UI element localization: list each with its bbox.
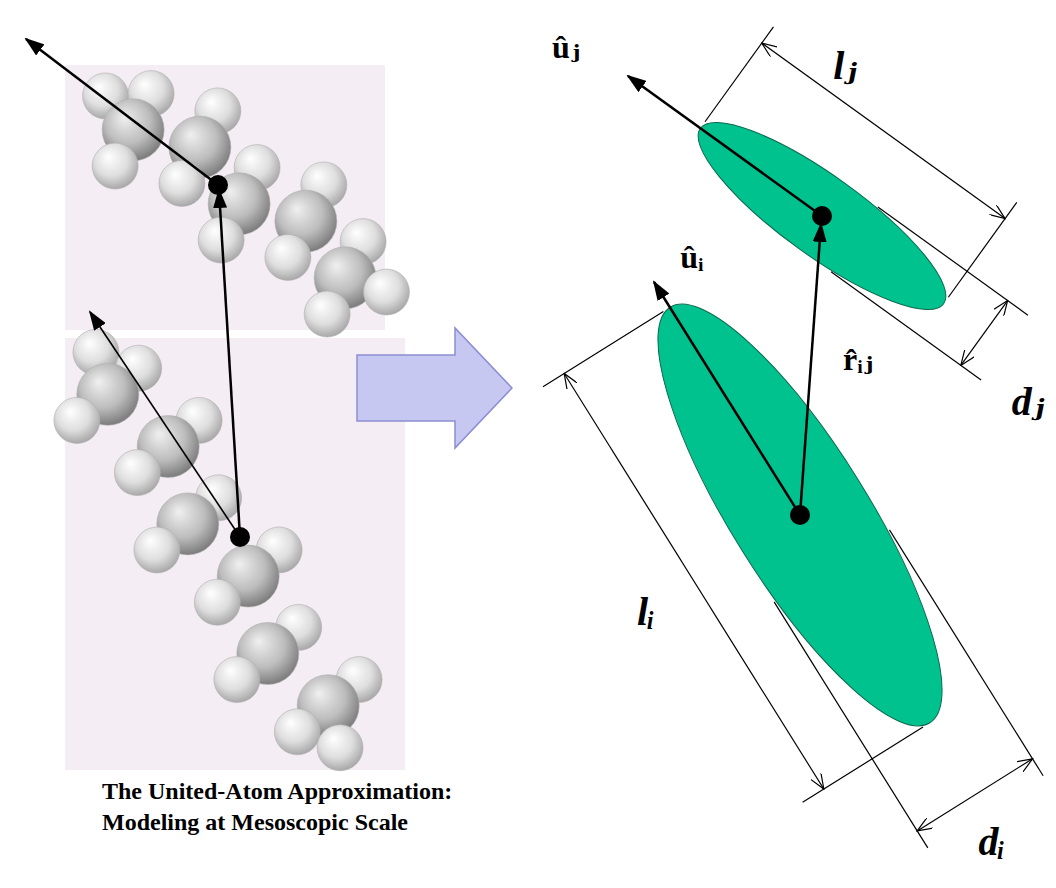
atom-sphere <box>54 397 100 443</box>
atom-sphere <box>114 450 160 496</box>
ellipsoid <box>613 271 988 759</box>
center-dot <box>790 505 810 525</box>
center-dot <box>230 527 250 547</box>
symbol-label: ûᵢ <box>680 240 703 275</box>
atom-sphere <box>274 709 320 755</box>
separation-vector <box>800 224 821 515</box>
length-dimension <box>762 43 1005 218</box>
extension-line <box>878 207 1028 315</box>
extension-line <box>889 530 1043 776</box>
orientation-vector <box>90 312 240 537</box>
atom-sphere <box>159 160 205 206</box>
molecule <box>83 71 410 337</box>
extension-line <box>831 272 981 380</box>
ellipsoid <box>677 96 967 336</box>
length-dimension <box>564 373 824 789</box>
width-dimension <box>917 759 1032 831</box>
united-atom-ellipsoid <box>543 271 1043 888</box>
symbol-label: dⱼ <box>1012 380 1045 424</box>
symbol-label: dᵢ <box>979 820 1006 864</box>
atom-sphere <box>304 291 350 337</box>
molecule <box>54 329 382 770</box>
atom-sphere <box>317 725 363 771</box>
orientation-vector <box>26 39 218 185</box>
extension-line <box>774 602 928 848</box>
separation-vector <box>219 190 240 537</box>
extension-line <box>803 727 923 802</box>
transform-arrow <box>357 328 512 448</box>
symbol-label: r̂ᵢⱼ <box>843 342 873 377</box>
symbol-label: lᵢ <box>637 590 655 634</box>
orientation-vector <box>628 76 822 216</box>
center-dot <box>208 175 228 195</box>
center-dot <box>812 206 832 226</box>
extension-line <box>705 27 773 122</box>
caption: The United-Atom Approximation: Modeling … <box>102 776 502 838</box>
width-dimension <box>961 301 1008 366</box>
atom-sphere <box>134 527 180 573</box>
united-atom-ellipsoid <box>677 27 1056 380</box>
atom-sphere <box>194 579 240 625</box>
orientation-vector <box>654 282 800 515</box>
atom-sphere <box>363 269 409 315</box>
atom-sphere <box>214 657 260 703</box>
extension-line <box>543 311 663 386</box>
symbol-label: ûⱼ <box>552 30 580 65</box>
molecule-panel <box>65 338 405 770</box>
atom-sphere <box>92 143 138 189</box>
symbol-label: lⱼ <box>833 44 857 88</box>
atom-sphere <box>265 234 311 280</box>
